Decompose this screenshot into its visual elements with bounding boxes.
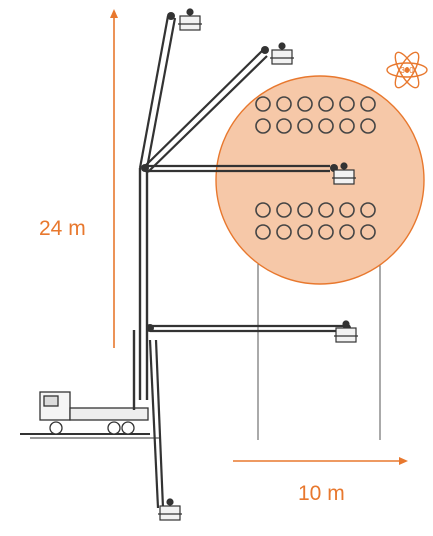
platform-basket-icon bbox=[178, 8, 202, 31]
helmet-icon bbox=[255, 202, 271, 218]
helmet-icon bbox=[297, 224, 313, 240]
helmet-icon bbox=[339, 224, 355, 240]
helmet-icon bbox=[339, 96, 355, 112]
helmet-icon bbox=[339, 202, 355, 218]
boom-arms bbox=[138, 15, 345, 509]
helmet-icon bbox=[255, 96, 271, 112]
helmet-icon bbox=[255, 224, 271, 240]
truck bbox=[20, 391, 160, 439]
helmet-icon bbox=[318, 118, 334, 134]
helmet-icon bbox=[276, 224, 292, 240]
helmet-icon bbox=[318, 202, 334, 218]
helmet-icon bbox=[276, 118, 292, 134]
helmet-icon bbox=[360, 96, 376, 112]
rotation-badge-text: 360 bbox=[400, 66, 414, 75]
helmet-icon bbox=[360, 118, 376, 134]
platform-basket-icon bbox=[270, 42, 294, 65]
helmet-icon bbox=[297, 96, 313, 112]
helmet-icon bbox=[360, 202, 376, 218]
platform-basket-icon bbox=[334, 320, 358, 343]
platform-basket-icon bbox=[332, 162, 356, 185]
platform-basket-icon bbox=[158, 498, 182, 521]
helmet-icon bbox=[318, 224, 334, 240]
helmet-icon bbox=[255, 118, 271, 134]
helmet-icon bbox=[318, 96, 334, 112]
work-platforms bbox=[158, 8, 358, 521]
helmet-icon bbox=[276, 96, 292, 112]
helmet-icon bbox=[276, 202, 292, 218]
reach-dimension-label: 10 m bbox=[298, 482, 345, 505]
helmet-icon bbox=[297, 118, 313, 134]
lift-mast bbox=[132, 168, 149, 410]
helmet-icon bbox=[339, 118, 355, 134]
height-dimension-arrow bbox=[110, 9, 118, 348]
helmet-icon bbox=[297, 202, 313, 218]
worker-helmet-groups bbox=[255, 96, 376, 240]
height-dimension-label: 24 m bbox=[39, 217, 86, 240]
reach-dimension-arrow bbox=[233, 457, 408, 465]
platform-highlight-circle bbox=[215, 75, 425, 285]
atom-icon: 360 bbox=[386, 51, 428, 89]
helmet-icon bbox=[360, 224, 376, 240]
